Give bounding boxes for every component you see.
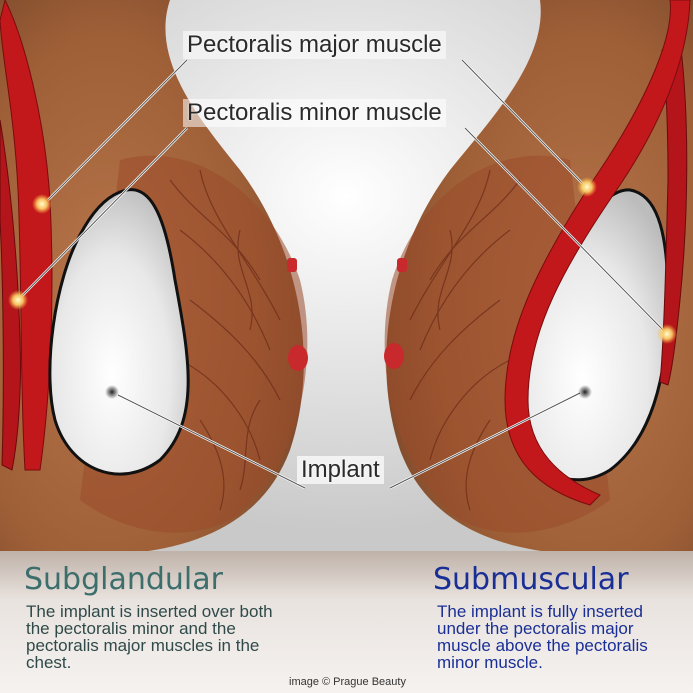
label-pectoralis-minor: Pectoralis minor muscle [183, 99, 446, 127]
right-gland-veins [409, 169, 521, 511]
marker-left-implant [105, 385, 119, 399]
right-pectoralis-minor [659, 39, 688, 386]
submuscular-description: The implant is fully inserted under the … [437, 602, 648, 672]
label-implant: Implant [297, 456, 384, 484]
left-nipple-far [287, 258, 297, 272]
caption-panel [0, 551, 693, 693]
marker-left-minor [8, 290, 28, 310]
subglandular-description: The implant is inserted over both the pe… [26, 602, 273, 672]
left-nipple [288, 345, 308, 371]
image-credit: image © Prague Beauty [289, 676, 406, 688]
left-breast-subglandular [0, 0, 308, 556]
left-gland-veins [169, 169, 281, 511]
right-breast-submuscular [384, 0, 693, 556]
right-pectoralis-major [504, 0, 691, 506]
submuscular-title: Submuscular [433, 562, 629, 597]
left-pectoralis-major [0, 0, 53, 471]
leader-line-outlines [21, 59, 664, 489]
subglandular-title: Subglandular [24, 562, 223, 597]
marker-right-implant [578, 385, 592, 399]
marker-left-major [32, 194, 52, 214]
right-nipple [384, 343, 404, 369]
right-nipple-far [397, 258, 407, 272]
marker-right-minor [657, 324, 677, 344]
left-implant [48, 188, 190, 476]
label-pectoralis-major: Pectoralis major muscle [183, 31, 446, 59]
marker-right-major [577, 177, 597, 197]
